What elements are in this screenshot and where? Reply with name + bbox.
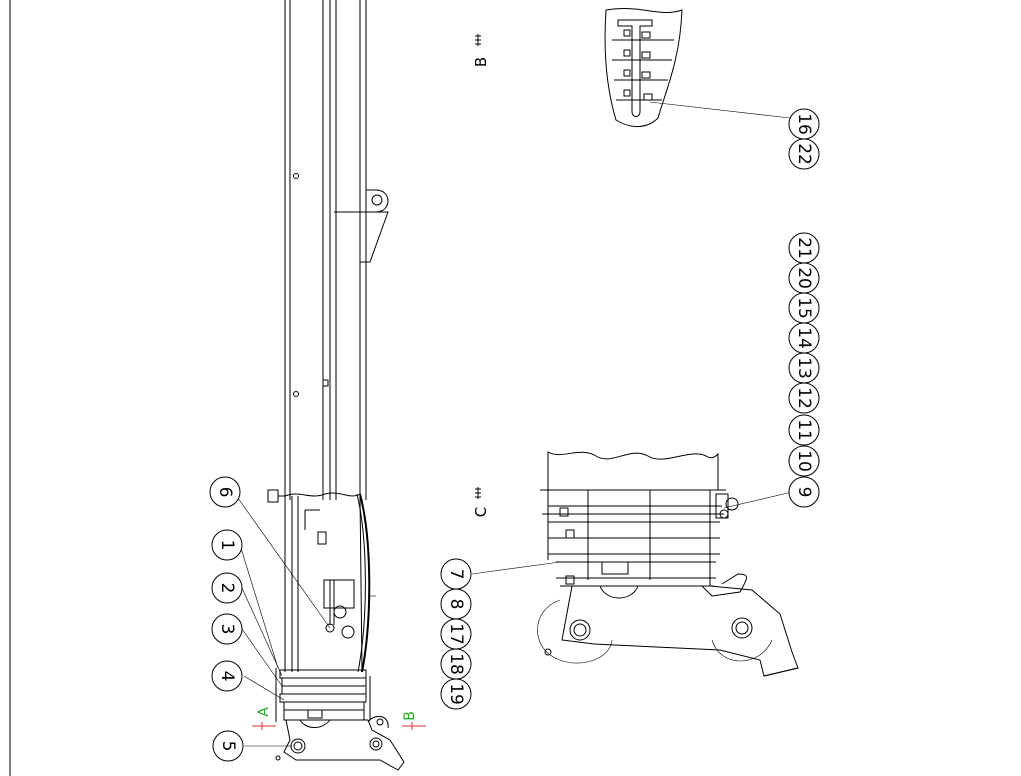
balloon-20: 20	[788, 262, 820, 294]
balloon-7: 7	[440, 558, 472, 590]
balloon-3: 3	[211, 613, 243, 645]
balloon-17: 17	[440, 618, 472, 650]
svg-text:11: 11	[794, 419, 814, 441]
svg-text:6: 6	[215, 487, 235, 498]
balloon-11: 11	[788, 414, 820, 446]
svg-text:8: 8	[446, 599, 466, 610]
svg-text:13: 13	[794, 357, 814, 379]
svg-text:22: 22	[794, 143, 814, 165]
balloon-15: 15	[788, 292, 820, 324]
balloon-21: 21	[788, 232, 820, 264]
balloon-9: 9	[788, 476, 820, 508]
leader-lines	[227, 483, 793, 747]
balloon-10: 10	[788, 445, 820, 477]
balloon-14: 14	[788, 322, 820, 354]
balloon-13: 13	[788, 352, 820, 384]
view-b-detail	[604, 7, 791, 127]
svg-text:10: 10	[794, 450, 814, 472]
svg-text:15: 15	[794, 297, 814, 319]
balloon-2: 2	[211, 572, 243, 604]
svg-text:18: 18	[446, 653, 466, 675]
svg-text:20: 20	[794, 267, 814, 289]
view-b-title: B	[472, 57, 490, 67]
balloon-4: 4	[211, 660, 243, 692]
balloon-16: 16	[788, 108, 820, 140]
svg-text:21: 21	[794, 237, 814, 259]
svg-text:3: 3	[217, 624, 237, 635]
svg-text:14: 14	[794, 327, 814, 349]
balloon-22: 22	[788, 138, 820, 170]
svg-text:17: 17	[446, 623, 466, 645]
balloon-12: 12	[788, 382, 820, 414]
svg-text:7: 7	[446, 569, 466, 580]
svg-text:1: 1	[217, 540, 237, 551]
svg-text:5: 5	[218, 741, 238, 752]
section-markers: A B	[252, 707, 426, 730]
section-mark-a: A	[256, 707, 272, 717]
balloon-8: 8	[440, 588, 472, 620]
balloon-5: 5	[212, 730, 244, 762]
view-titles: B C	[472, 34, 490, 517]
svg-text:16: 16	[794, 113, 814, 135]
view-c-scale-symbol	[475, 487, 481, 499]
svg-text:4: 4	[217, 671, 237, 682]
balloon-19: 19	[440, 678, 472, 710]
svg-text:2: 2	[217, 583, 237, 594]
balloon-6: 6	[209, 476, 241, 508]
main-assembly	[267, 0, 405, 771]
balloon-18: 18	[440, 648, 472, 680]
svg-text:12: 12	[794, 387, 814, 409]
section-mark-b: B	[402, 711, 418, 721]
svg-text:9: 9	[794, 487, 814, 498]
view-c-title: C	[472, 507, 490, 517]
view-b-scale-symbol	[475, 34, 481, 46]
svg-text:19: 19	[446, 683, 466, 705]
balloon-1: 1	[211, 529, 243, 561]
view-c-detail	[537, 451, 799, 677]
